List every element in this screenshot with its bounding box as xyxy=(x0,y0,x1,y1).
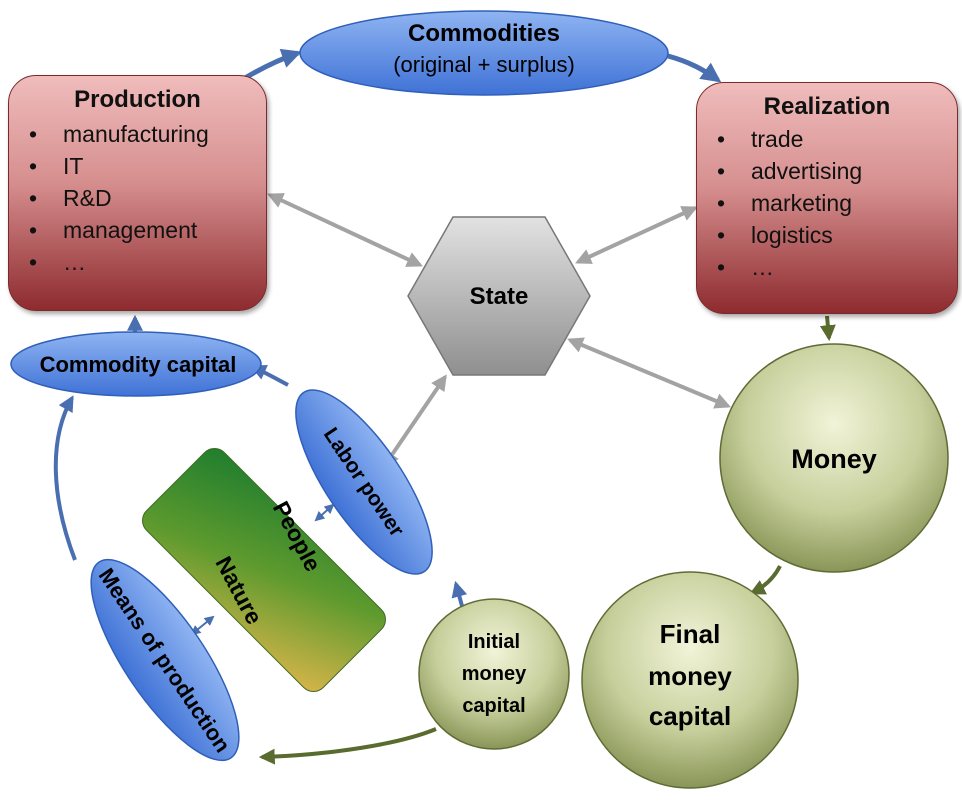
final-money-capital-line1: Final xyxy=(660,619,721,649)
arrow-nature-means-of-production xyxy=(190,615,215,636)
realization-title: Realization xyxy=(763,93,891,120)
arrow-state-labor-power xyxy=(383,374,447,468)
money-circle xyxy=(719,343,949,573)
arrow-money-to-final-capital xyxy=(749,565,782,595)
initial-money-capital-line3: capital xyxy=(462,695,525,717)
list-item: •trade xyxy=(717,126,804,152)
final-money-capital-circle xyxy=(581,571,799,789)
arrow-state-realization xyxy=(575,206,698,264)
arrow-production-to-commodities xyxy=(243,48,302,81)
list-item: •… xyxy=(717,254,774,280)
labor-power-ellipse xyxy=(295,389,433,575)
arrow-initial-capital-to-means xyxy=(258,727,437,765)
commodity-capital-label: Commodity capital xyxy=(40,352,237,377)
initial-money-capital-line1: Initial xyxy=(468,631,520,653)
state-label: State xyxy=(470,283,529,310)
money-label: Money xyxy=(791,444,877,474)
list-item: •logistics xyxy=(717,222,833,248)
list-item: •management xyxy=(29,217,198,243)
realization-box: Realization •trade •advertising •marketi… xyxy=(696,82,958,314)
list-item: •IT xyxy=(29,153,84,179)
arrow-initial-capital-to-labor-power xyxy=(451,580,468,607)
commodity-capital-ellipse xyxy=(10,331,262,397)
arrow-realization-to-money xyxy=(819,315,836,342)
list-item: •manufacturing xyxy=(29,121,209,147)
production-title: Production xyxy=(74,86,201,113)
realization-list: •trade •advertising •marketing •logistic… xyxy=(717,123,862,283)
commodities-subtitle: (original + surplus) xyxy=(393,52,575,77)
arrow-means-to-commodity-capital xyxy=(53,395,77,561)
final-money-capital-line2: money xyxy=(648,661,732,691)
initial-money-capital-circle xyxy=(418,598,570,750)
people-nature-box xyxy=(142,448,386,692)
list-item: •R&D xyxy=(29,185,112,211)
commodities-ellipse xyxy=(299,10,669,96)
arrow-commodities-to-realization xyxy=(667,53,722,83)
list-item: •advertising xyxy=(717,158,863,184)
list-item: •… xyxy=(29,249,86,275)
arrow-state-money xyxy=(567,337,731,409)
final-money-capital-line3: capital xyxy=(649,701,731,731)
state-hexagon xyxy=(407,216,591,376)
initial-money-capital-line2: money xyxy=(462,663,527,685)
commodities-title: Commodities xyxy=(408,20,560,47)
list-item: •marketing xyxy=(717,190,852,216)
means-of-production-ellipse xyxy=(90,558,240,762)
arrow-state-production xyxy=(267,193,423,267)
production-box: Production •manufacturing •IT •R&D •mana… xyxy=(8,75,267,311)
production-list: •manufacturing •IT •R&D •management •… xyxy=(29,118,209,278)
arrow-people-labor-power xyxy=(314,503,335,522)
